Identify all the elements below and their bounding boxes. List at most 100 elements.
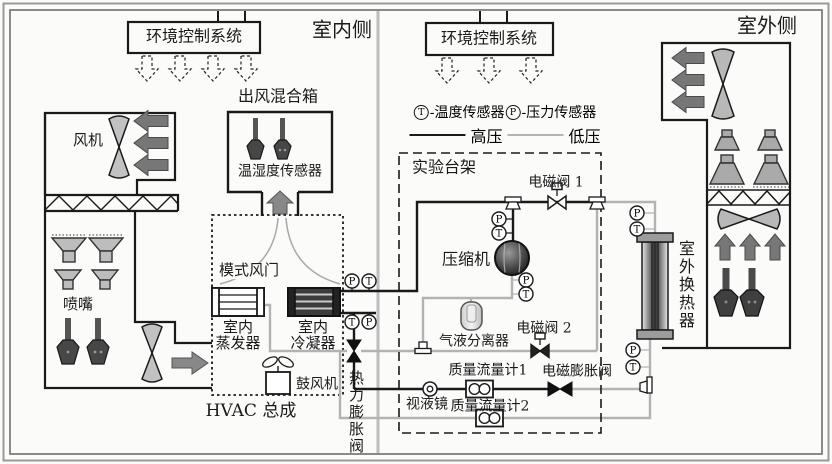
- svg-text:T: T: [349, 318, 356, 329]
- test-bench-box: [398, 152, 602, 434]
- condenser-label-1: 室内: [297, 318, 329, 337]
- nozzle-bank-outdoor: [708, 129, 790, 188]
- separator-label: 气液分离器: [437, 333, 511, 350]
- service-port-icon: [414, 341, 432, 355]
- outdoor-heat-exchanger-icon: [636, 232, 674, 340]
- probe-sensor-icon: [86, 318, 110, 365]
- up-arrows-outdoor: [713, 233, 787, 261]
- sight-glass-icon: [422, 381, 438, 397]
- thermal-expansion-valve-icon: [346, 339, 362, 363]
- temperature-sensor-icon: [361, 273, 377, 289]
- temperature-sensor-legend-icon: T: [413, 104, 429, 120]
- inner-border: [9, 9, 823, 455]
- probe-sensor-icon: [273, 118, 292, 160]
- fan-horizontal-icon: [717, 208, 781, 230]
- compressor-icon: [494, 240, 530, 276]
- probe-sensor-icon: [713, 268, 739, 317]
- ecs-box-outdoor: [424, 11, 555, 57]
- ecs-dashed-arrows-indoor: [134, 55, 259, 82]
- dashed-arrow-icon: [200, 55, 226, 82]
- nozzle-icon: [752, 154, 790, 185]
- nozzle-icon: [50, 237, 88, 263]
- arrow-up-icon: [738, 233, 762, 261]
- evaporator-label-2: 蒸发器: [215, 334, 261, 353]
- bench-label: 实验台架: [411, 157, 477, 177]
- solenoid-valve-2-icon: [530, 332, 550, 359]
- left-arrows: [133, 109, 169, 177]
- fan-icon: [108, 115, 130, 179]
- probe-sensor-icon: [56, 318, 80, 365]
- svg-text:T: T: [523, 290, 530, 301]
- service-port-icon: [588, 196, 606, 210]
- svg-text:T: T: [630, 363, 637, 374]
- pressure-sensor-legend-icon: P: [505, 104, 521, 120]
- svg-text:T: T: [496, 229, 503, 240]
- svg-text:P: P: [630, 346, 637, 357]
- svg-text:P: P: [496, 215, 503, 226]
- mfm1-label: 质量流量计1: [448, 362, 528, 379]
- pressure-sensor-icon: [625, 342, 641, 358]
- solenoid-valve-2-label: 电磁阀 2: [516, 320, 572, 337]
- service-port-icon: [504, 196, 522, 210]
- blower-icon: [262, 356, 294, 395]
- dashed-arrow-icon: [434, 57, 460, 84]
- arrow-left-icon: [133, 109, 169, 133]
- txv-label: 热力膨胀阀: [347, 370, 365, 455]
- dashed-arrow-icon: [476, 57, 502, 84]
- compressor-label: 压缩机: [441, 249, 491, 269]
- sight-glass-label: 视液镜: [406, 396, 448, 413]
- temperature-sensor-icon: [344, 314, 360, 330]
- indoor-duct: [43, 111, 212, 390]
- high-pressure-line-icon: [409, 134, 466, 136]
- mixing-box-neck: [260, 192, 300, 216]
- low-pressure-stems: [512, 212, 655, 368]
- nozzle-bank-indoor: [50, 234, 125, 290]
- nozzle-icon: [756, 129, 784, 151]
- pressure-sensor-icon: [361, 314, 377, 330]
- svg-text:P: P: [523, 276, 530, 287]
- th-sensor-label: 温湿度传感器: [238, 163, 322, 180]
- nozzle-icon: [87, 237, 125, 263]
- arrow-left-icon: [671, 90, 705, 114]
- mode-damper-icon: [219, 217, 341, 285]
- evaporator-label-1: 室内: [222, 318, 254, 337]
- ecs-box-indoor: [126, 11, 262, 55]
- low-pressure-line-icon: [507, 134, 564, 136]
- svg-text:T: T: [634, 225, 641, 236]
- probe-sensor-icon: [739, 268, 765, 317]
- arrow-right-icon: [171, 351, 209, 375]
- pressure-sensor-icon: [344, 273, 360, 289]
- dashed-arrow-icon: [167, 55, 193, 82]
- ecs-dashed-arrows-outdoor: [434, 57, 544, 84]
- temperature-sensor-icon: [629, 221, 645, 237]
- hvac-label: HVAC 总成: [205, 401, 297, 422]
- outdoor-side-label: 室外侧: [737, 13, 797, 38]
- left-arrows-outdoor: [671, 46, 705, 114]
- indoor-condenser-icon: [287, 287, 341, 317]
- outdoor-hx-label: 室外换热器: [676, 240, 695, 330]
- separator-icon: [460, 301, 483, 331]
- condenser-label-2: 冷凝器: [290, 334, 336, 353]
- service-port-icon: [639, 376, 653, 394]
- temperature-sensor-icon: [518, 286, 534, 302]
- ecs-label-indoor: 环境控制系统: [145, 26, 243, 46]
- mode-damper-label: 模式风门: [216, 261, 282, 280]
- nozzle-icon: [708, 154, 746, 185]
- dashed-arrow-icon: [134, 55, 160, 82]
- svg-text:T: T: [366, 277, 373, 288]
- pt-sensors: P T T P P T P T P T P T: [344, 205, 645, 375]
- mass-flow-meter-2-icon: [475, 408, 504, 428]
- arrow-left-icon: [133, 153, 169, 177]
- solenoid-valve-1-label: 电磁阀 1: [528, 174, 584, 191]
- fan-icon: [141, 323, 163, 383]
- svg-text:P: P: [349, 277, 356, 288]
- fan-icon: [711, 48, 735, 120]
- nozzle-icon: [53, 269, 83, 290]
- legend-pressure-lines: 高压 低压: [409, 123, 601, 147]
- electronic-expansion-valve-icon: [547, 381, 573, 397]
- eev-label: 电磁膨胀阀: [542, 363, 612, 380]
- arrow-left-icon: [671, 46, 705, 70]
